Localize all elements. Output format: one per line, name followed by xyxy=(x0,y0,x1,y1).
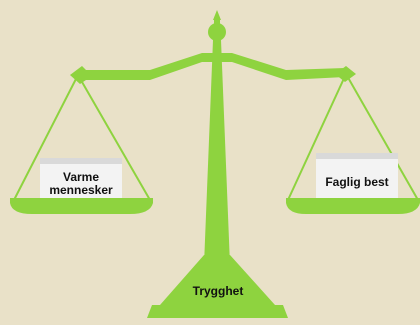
right-pan-string-inner xyxy=(287,73,347,201)
right-pan-string-outer xyxy=(345,73,419,201)
left-box-label-line2: mennesker xyxy=(49,183,113,197)
scale-finial xyxy=(213,10,221,20)
left-box-label-line1: Varme xyxy=(63,170,99,184)
scale-pivot-knob xyxy=(208,23,226,41)
right-weight-box: Faglig best xyxy=(316,153,398,200)
scale-beam xyxy=(78,53,345,80)
left-weight-box: Varme mennesker xyxy=(40,158,122,200)
scale-structure xyxy=(13,10,419,318)
right-pan xyxy=(286,198,420,214)
left-pan-string-outer xyxy=(13,74,79,201)
scale-pans xyxy=(10,198,420,214)
base-label: Trygghet xyxy=(193,284,244,298)
right-box-label: Faglig best xyxy=(325,175,388,189)
left-pan-string-inner xyxy=(77,74,151,201)
scale-base-foot xyxy=(147,305,288,318)
scale-base xyxy=(160,255,275,305)
left-pan xyxy=(10,198,153,214)
scale-column xyxy=(204,40,230,265)
scale-finial-neck xyxy=(214,19,220,25)
